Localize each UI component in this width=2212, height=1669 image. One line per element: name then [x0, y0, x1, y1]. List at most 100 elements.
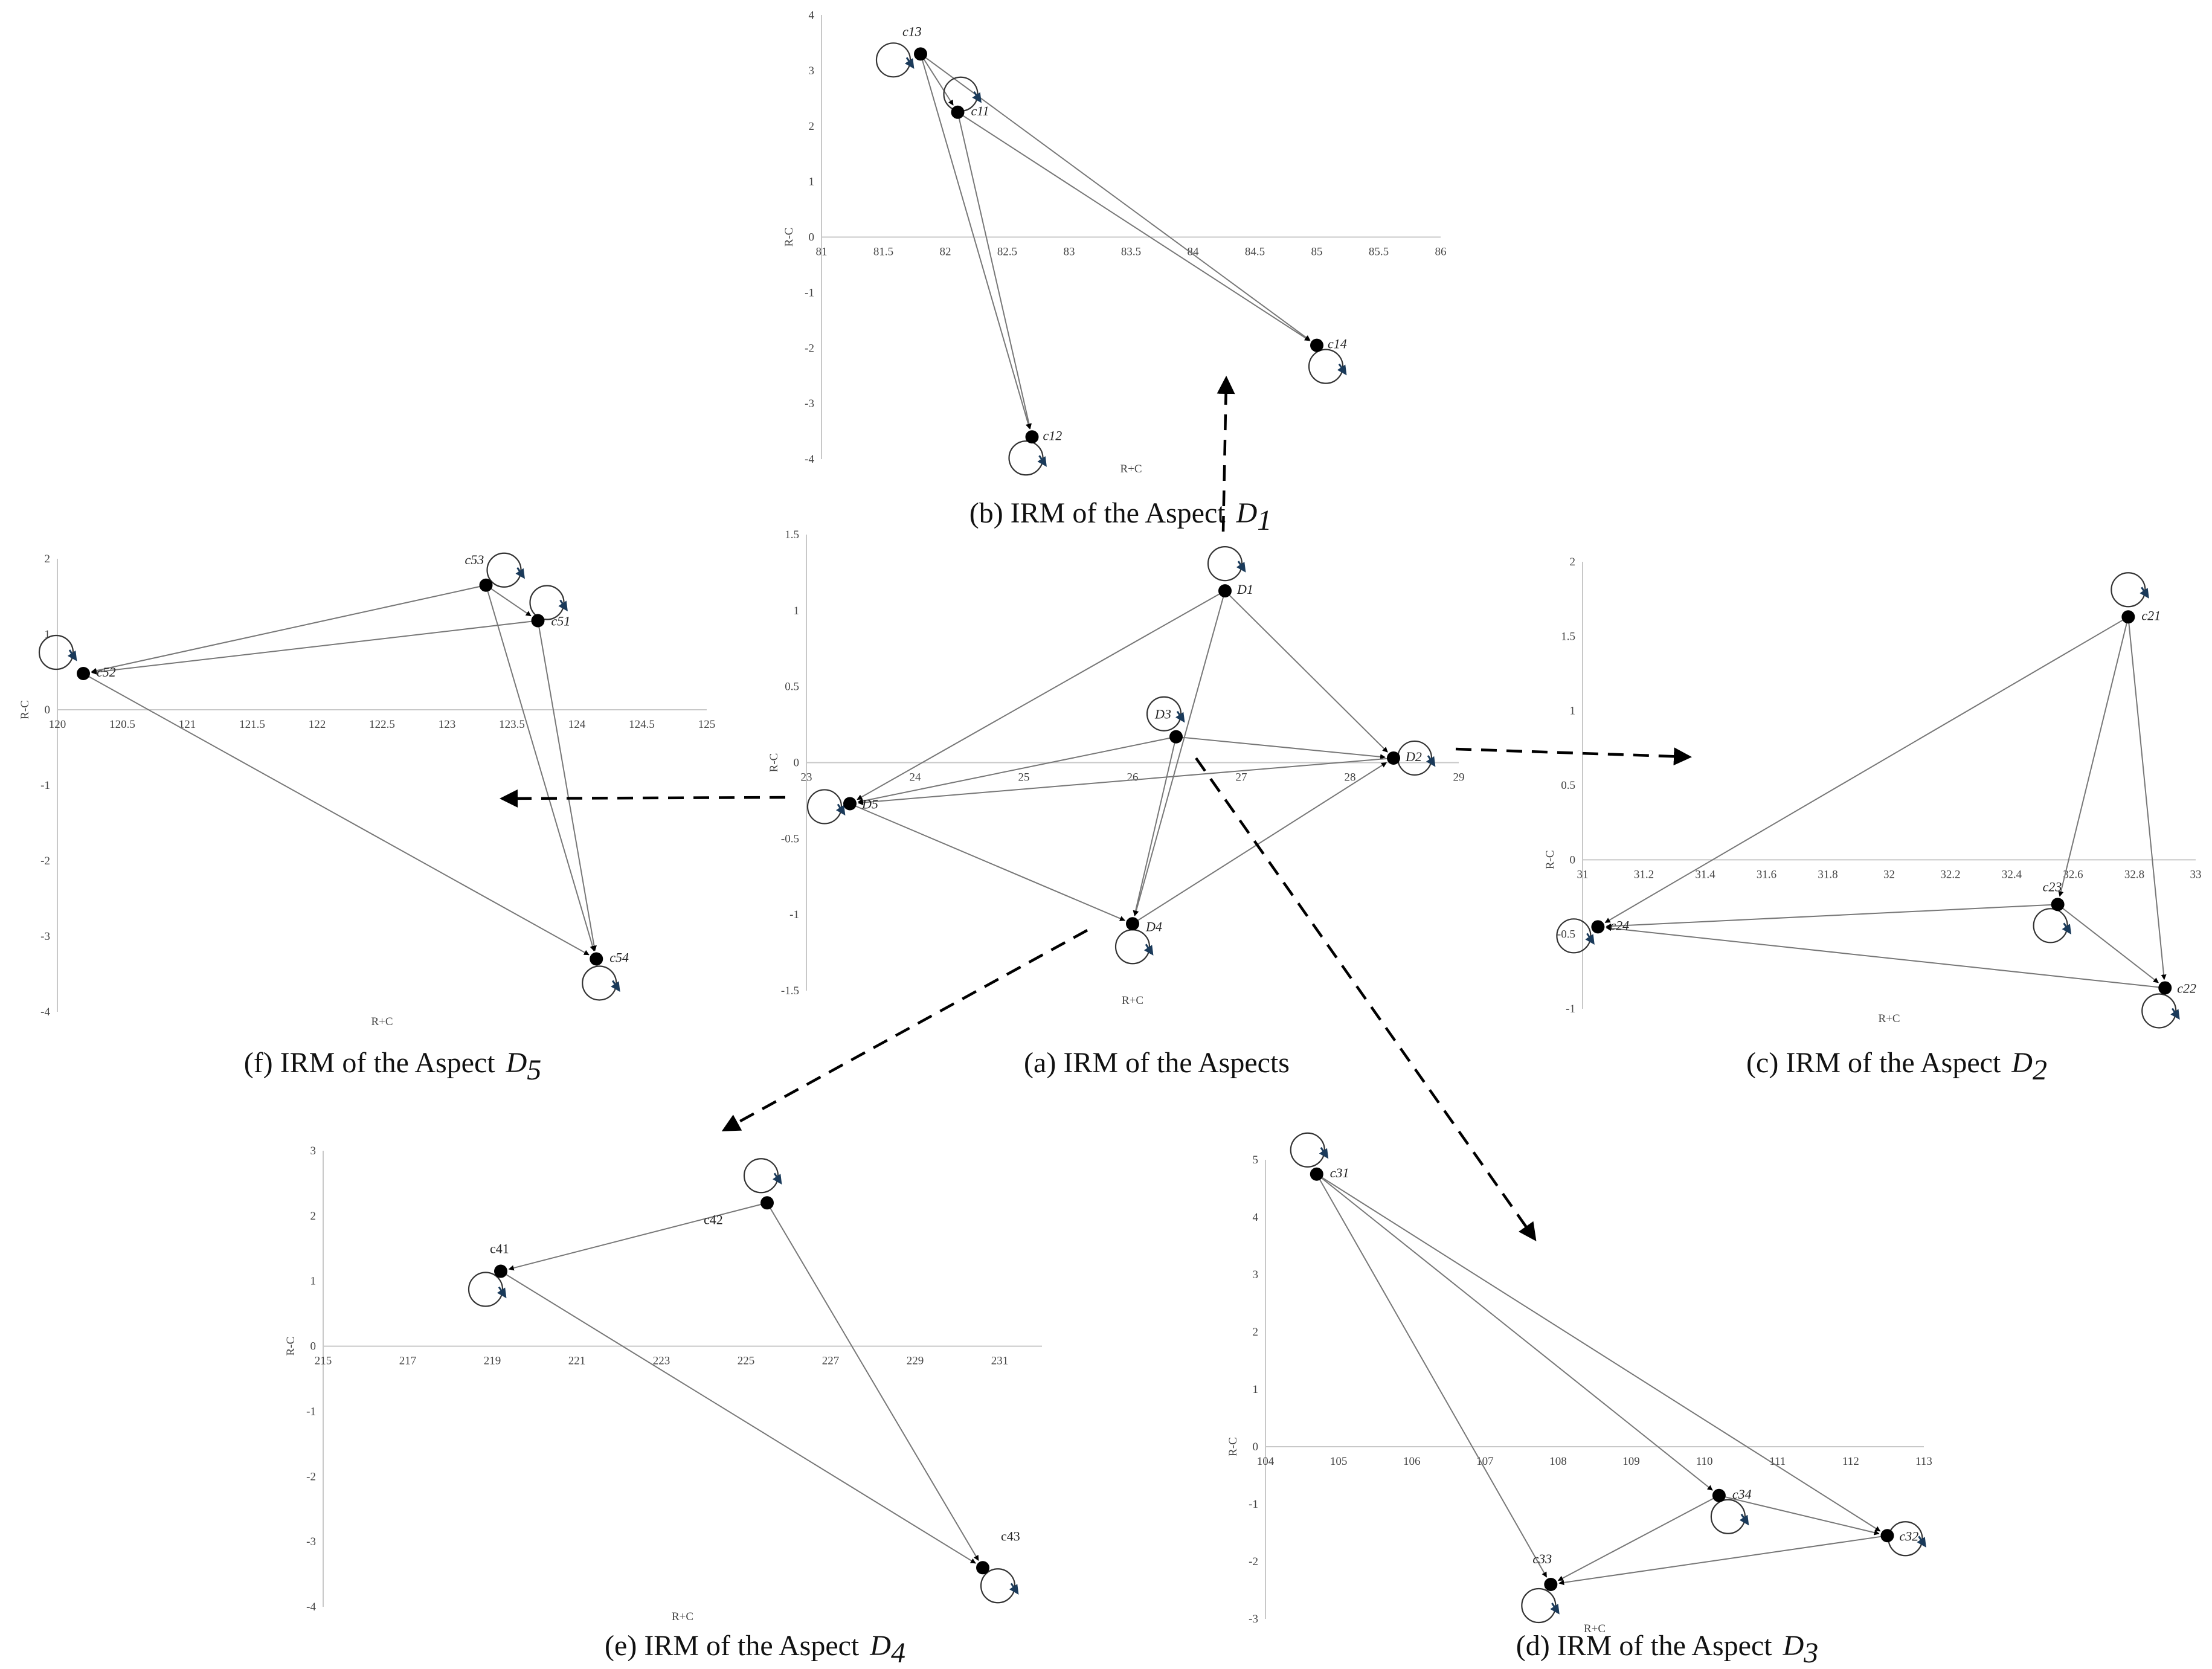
x-tick-label: 85.5 [1369, 246, 1389, 259]
x-tick-label: 32 [1883, 868, 1895, 881]
y-tick-label: 0 [1253, 1441, 1259, 1453]
x-axis-label: R+C [371, 1015, 393, 1028]
link-arrow-to-d5 [500, 789, 786, 808]
node-c13 [914, 47, 927, 61]
edge-c11-to-c12 [958, 118, 1032, 429]
edge-c11-to-c14 [962, 115, 1311, 341]
self-loop-D1 [1207, 546, 1243, 582]
self-loop-D4 [1114, 929, 1151, 965]
caption-aspect-subscript: 5 [527, 1054, 541, 1086]
y-tick-label: 3 [809, 65, 815, 77]
self-loop-arrow-c33 [1550, 1603, 1560, 1615]
node-c33 [1544, 1578, 1558, 1591]
x-tick-label: 31.8 [1818, 868, 1837, 881]
node-label-c33: c33 [1532, 1551, 1552, 1566]
link-arrow-to-d4 [721, 929, 1088, 1131]
edge-c21-to-c24 [1604, 619, 2124, 924]
y-tick-label: 3 [310, 1145, 317, 1157]
x-tick-label: 32.6 [2063, 868, 2083, 881]
x-tick-label: 225 [738, 1355, 755, 1368]
edge-c23-to-c22 [2062, 907, 2159, 983]
edge-c22-to-c24 [1606, 925, 2159, 988]
node-label-c53: c53 [465, 552, 484, 567]
x-tick-label: 110 [1696, 1455, 1713, 1468]
y-tick-label: -1 [40, 779, 50, 792]
panel-caption: (a) IRM of the Aspects [1024, 1047, 1290, 1079]
y-tick-label: -1 [805, 286, 814, 299]
x-tick-label: 27 [1236, 771, 1247, 784]
self-loop-arrow-c13 [904, 57, 915, 69]
x-tick-label: 84 [1188, 246, 1200, 259]
self-loop-arrow-c21 [2140, 587, 2149, 599]
y-axis-label: R-C [783, 228, 796, 247]
x-tick-label: 219 [484, 1355, 501, 1368]
caption-aspect-symbol: D [1783, 1630, 1804, 1662]
y-axis-label: R-C [19, 700, 31, 719]
node-label-c31: c31 [1330, 1165, 1349, 1180]
y-tick-label: 2 [310, 1210, 317, 1223]
node-c43 [976, 1561, 989, 1575]
self-loop-c41 [468, 1272, 504, 1307]
node-D1 [1218, 584, 1232, 598]
edge-D5-to-D4 [855, 805, 1125, 921]
self-loop-arrow-c53 [515, 567, 525, 579]
self-loop-arrow-D1 [1236, 561, 1246, 573]
caption-aspect-symbol: D [506, 1047, 527, 1079]
y-tick-label: 0.5 [785, 681, 799, 693]
x-tick-label: 121 [179, 718, 196, 731]
x-tick-label: 120.5 [109, 718, 135, 731]
node-label-c43: c43 [1001, 1528, 1020, 1543]
node-c22 [2158, 981, 2172, 995]
y-tick-label: -3 [1249, 1613, 1258, 1626]
x-tick-label: 121.5 [239, 718, 265, 731]
self-loop-arrow-c32 [1917, 1536, 1926, 1548]
caption-text: (e) IRM of the Aspect [605, 1630, 860, 1662]
y-tick-label: -3 [805, 397, 814, 410]
link-arrow-to-d2 [1455, 747, 1692, 766]
caption-aspect-symbol: D [2011, 1047, 2033, 1079]
self-loop-arrow-c54 [611, 980, 620, 992]
x-tick-label: 84.5 [1245, 246, 1265, 259]
x-tick-label: 32.8 [2124, 868, 2144, 881]
y-tick-label: 0.5 [1561, 779, 1575, 792]
node-label-c12: c12 [1043, 428, 1063, 443]
node-c41 [494, 1264, 507, 1278]
x-tick-label: 28 [1345, 771, 1356, 784]
edge-D3-to-D2 [1182, 736, 1386, 760]
node-label-c21: c21 [2141, 608, 2161, 623]
y-tick-label: -4 [306, 1601, 316, 1613]
caption-aspect-subscript: 2 [2033, 1054, 2047, 1086]
edge-c31-to-c33 [1319, 1179, 1548, 1578]
self-loop-c42 [743, 1158, 779, 1194]
y-tick-label: -3 [306, 1536, 316, 1548]
x-tick-label: 31.2 [1634, 868, 1654, 881]
self-loop-arrow-c52 [67, 649, 77, 661]
y-tick-label: 1 [310, 1275, 317, 1288]
self-loop-c23 [2033, 908, 2068, 944]
self-loop-c13 [875, 42, 911, 78]
edge-c51-to-c54 [538, 626, 597, 951]
y-tick-label: 0 [794, 757, 800, 770]
self-loop-c12 [1008, 440, 1044, 476]
self-loop-arrow-c42 [772, 1172, 782, 1185]
node-label-c52: c52 [97, 664, 116, 680]
node-label-c32: c32 [1899, 1528, 1918, 1543]
self-loop-arrow-c14 [1337, 363, 1347, 376]
x-tick-label: 120 [49, 718, 66, 731]
edge-c31-to-c34 [1320, 1177, 1713, 1491]
y-tick-label: 2 [809, 120, 815, 133]
y-tick-label: 1 [45, 628, 51, 641]
edge-c53-to-c52 [91, 585, 480, 674]
caption-aspect-subscript: 1 [1257, 504, 1272, 536]
caption-text: (a) IRM of the Aspects [1024, 1047, 1290, 1079]
self-loop-c31 [1290, 1132, 1325, 1168]
self-loop-arrow-D5 [835, 803, 846, 816]
self-loop-arrow-c43 [1009, 1583, 1019, 1595]
y-tick-label: 0 [310, 1340, 317, 1353]
x-tick-label: 81 [816, 246, 828, 259]
caption-aspect-subscript: 4 [891, 1637, 905, 1669]
